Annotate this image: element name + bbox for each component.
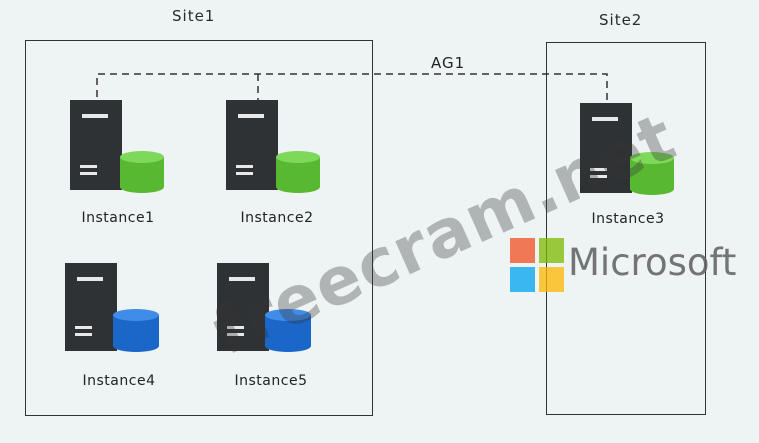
instance5-label: Instance5 — [234, 373, 308, 389]
server-db-icon — [580, 103, 674, 195]
site2-title: Site2 — [599, 11, 643, 29]
instance3: Instance3 — [580, 103, 690, 283]
server-db-icon — [226, 100, 320, 193]
ag-connector — [96, 73, 608, 100]
logo-square-green — [539, 238, 564, 263]
server-db-icon — [65, 263, 159, 352]
site1-box — [25, 40, 373, 416]
logo-square-red — [510, 238, 535, 263]
logo-square-blue — [510, 267, 535, 292]
microsoft-logo-icon — [510, 238, 566, 294]
site2-box — [546, 42, 706, 415]
microsoft-logo-text: Microsoft — [568, 241, 737, 284]
site1-title: Site1 — [172, 7, 216, 25]
instance2: Instance2 — [226, 100, 336, 280]
instance5: Instance5 — [217, 263, 327, 443]
instance3-label: Instance3 — [591, 211, 665, 227]
instance4-label: Instance4 — [82, 373, 156, 389]
diagram-canvas: Site1 Site2 AG1 Instance1 — [25, 7, 737, 416]
instance4: Instance4 — [65, 263, 175, 443]
instance1: Instance1 — [70, 100, 180, 280]
ag-label: AG1 — [431, 54, 466, 72]
logo-square-yellow — [539, 267, 564, 292]
instance2-label: Instance2 — [240, 210, 314, 226]
server-db-icon — [70, 100, 164, 193]
instance1-label: Instance1 — [81, 210, 155, 226]
server-db-icon — [217, 263, 311, 352]
